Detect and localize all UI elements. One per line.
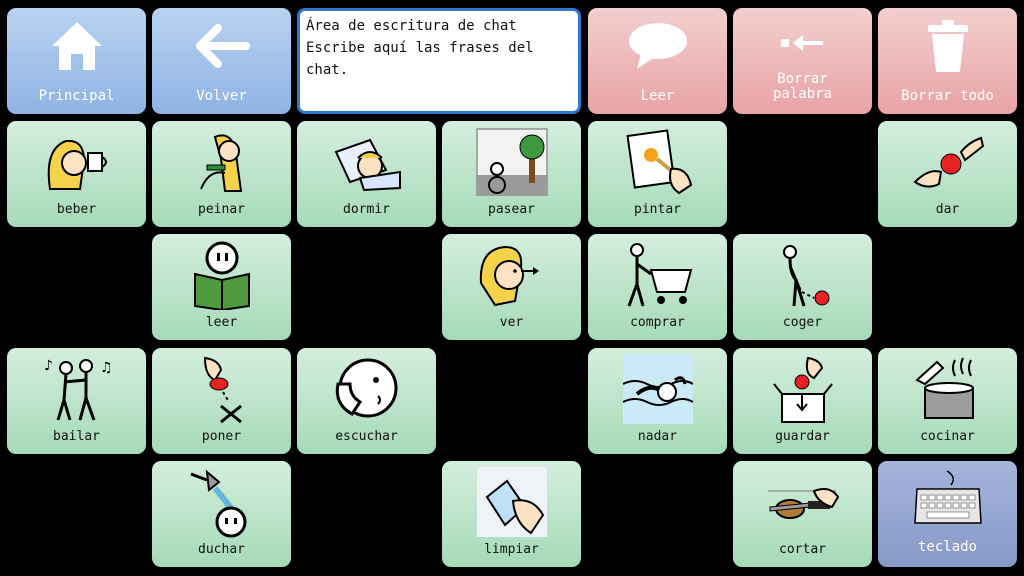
word-ver[interactable]: ver	[442, 234, 581, 340]
word-label: dar	[935, 202, 960, 217]
word-cortar[interactable]: cortar	[733, 461, 872, 567]
pick-up-icon	[782, 245, 829, 307]
comb-hair-icon	[199, 134, 242, 192]
word-nadar[interactable]: nadar	[588, 348, 727, 454]
svg-text:♫: ♫	[100, 360, 113, 376]
back-label: Volver	[196, 88, 247, 104]
delete-all-button[interactable]: Borrar todo	[878, 8, 1017, 114]
word-label: pintar	[634, 202, 681, 217]
word-label: guardar	[775, 429, 830, 444]
svg-text:♪: ♪	[44, 358, 53, 374]
word-label: bailar	[53, 429, 100, 444]
dance-icon: ♪♫	[44, 358, 113, 421]
word-label: beber	[56, 202, 97, 217]
sleep-icon	[334, 138, 401, 192]
home-icon	[51, 22, 102, 70]
word-comprar[interactable]: comprar	[588, 234, 727, 340]
keyboard-button[interactable]: teclado	[878, 461, 1017, 567]
word-label: poner	[201, 429, 242, 444]
keyboard-label: teclado	[917, 539, 977, 555]
word-pintar[interactable]: pintar	[588, 121, 727, 227]
word-label: duchar	[198, 542, 245, 557]
shopping-cart-icon	[627, 243, 692, 307]
put-icon	[203, 356, 242, 424]
home-button[interactable]: Principal	[7, 8, 146, 114]
word-label: pasear	[488, 202, 535, 217]
chat-text-area[interactable]: Área de escritura de chat Escribe aquí l…	[297, 8, 581, 114]
word-dar[interactable]: dar	[878, 121, 1017, 227]
backspace-icon	[780, 35, 823, 51]
word-dormir[interactable]: dormir	[297, 121, 436, 227]
speak-label: Leer	[640, 88, 675, 104]
give-icon	[912, 136, 984, 188]
keyboard-icon	[913, 470, 982, 524]
word-bailar[interactable]: ♪♫ bailar	[7, 348, 146, 454]
word-limpiar[interactable]: limpiar	[442, 461, 581, 567]
word-label: limpiar	[484, 542, 539, 557]
chat-line-1: Área de escritura de chat	[306, 18, 517, 34]
trash-icon	[927, 20, 968, 72]
word-label: ver	[499, 315, 524, 330]
word-leer[interactable]: leer	[152, 234, 291, 340]
delete-all-label: Borrar todo	[901, 88, 994, 104]
clean-icon	[476, 467, 547, 537]
word-label: dormir	[343, 202, 390, 217]
swim-icon	[622, 354, 693, 424]
word-guardar[interactable]: guardar	[733, 348, 872, 454]
see-icon	[479, 245, 539, 307]
delete-word-button[interactable]: Borrar palabra	[733, 8, 872, 114]
word-poner[interactable]: poner	[152, 348, 291, 454]
arrow-left-icon	[195, 24, 250, 68]
chat-line-2: Escribe aquí las frases del chat.	[306, 40, 534, 78]
word-coger[interactable]: coger	[733, 234, 872, 340]
word-label: peinar	[198, 202, 245, 217]
word-label: nadar	[637, 429, 678, 444]
read-book-icon	[193, 241, 250, 310]
word-duchar[interactable]: duchar	[152, 461, 291, 567]
cut-icon	[767, 488, 839, 519]
word-label: coger	[782, 315, 823, 330]
paint-icon	[625, 129, 692, 195]
walk-outside-icon	[476, 128, 547, 196]
cooking-pot-icon	[914, 357, 974, 419]
listen-icon	[335, 358, 397, 418]
drink-icon	[47, 139, 107, 190]
speak-button[interactable]: Leer	[588, 8, 727, 114]
delete-word-label: Borrar palabra	[772, 71, 832, 102]
word-beber[interactable]: beber	[7, 121, 146, 227]
word-label: cortar	[779, 542, 826, 557]
word-cocinar[interactable]: cocinar	[878, 348, 1017, 454]
word-label: escuchar	[335, 429, 398, 444]
home-label: Principal	[38, 88, 115, 104]
word-peinar[interactable]: peinar	[152, 121, 291, 227]
word-label: cocinar	[920, 429, 975, 444]
word-label: comprar	[630, 315, 685, 330]
word-label: leer	[205, 315, 238, 330]
store-box-icon	[772, 356, 833, 423]
word-pasear[interactable]: pasear	[442, 121, 581, 227]
back-button[interactable]: Volver	[152, 8, 291, 114]
shower-icon	[189, 469, 246, 538]
word-escuchar[interactable]: escuchar	[297, 348, 436, 454]
speech-bubble-icon	[628, 23, 687, 69]
